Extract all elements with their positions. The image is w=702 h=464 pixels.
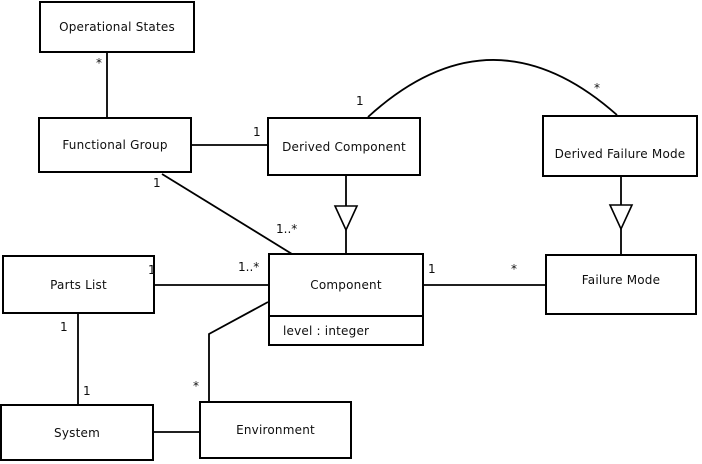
class-label: Derived Failure Mode <box>554 147 686 161</box>
mult-failure-mode-end: * <box>511 262 517 276</box>
class-operational-states: Operational States <box>39 1 195 53</box>
class-label: Functional Group <box>62 138 168 152</box>
class-derived-failure-mode: Derived Failure Mode <box>542 115 698 177</box>
class-label: Component <box>310 278 382 292</box>
mult-functional-group-end: 1 <box>153 176 161 190</box>
class-label: Environment <box>236 423 315 437</box>
class-failure-mode: Failure Mode <box>545 254 697 315</box>
mult-component-end-horizontal: 1..* <box>238 260 260 274</box>
class-attributes-compartment: level : integer <box>270 315 422 344</box>
mult-operational-states-end: * <box>96 56 102 70</box>
mult-parts-list-bottom-end: 1 <box>60 320 68 334</box>
class-component: Component level : integer <box>268 253 424 346</box>
class-derived-component: Derived Component <box>267 117 421 176</box>
edge-functional-group-component <box>161 173 293 255</box>
class-environment: Environment <box>199 401 352 459</box>
class-attribute: level : integer <box>283 323 370 338</box>
mult-environment-end: * <box>193 379 199 393</box>
class-label: Failure Mode <box>581 273 661 287</box>
class-label: Parts List <box>50 277 107 292</box>
edge-component-environment <box>208 301 269 401</box>
edge-derived-component-component-generalization <box>333 176 359 253</box>
class-parts-list: Parts List <box>2 255 155 314</box>
class-functional-group: Functional Group <box>38 117 192 173</box>
mult-component-end-right: 1 <box>428 262 436 276</box>
mult-parts-list-end: 1 <box>148 263 156 277</box>
edge-derived-component-derived-failure-mode-arc <box>367 59 618 118</box>
class-name-compartment: Component <box>270 255 422 315</box>
mult-system-end: 1 <box>83 384 91 398</box>
class-label: System <box>54 425 100 440</box>
class-system: System <box>0 404 154 461</box>
class-label: Operational States <box>59 20 175 34</box>
generalization-triangle-icon <box>608 204 634 231</box>
mult-component-end-diagonal: 1..* <box>276 222 298 236</box>
mult-arc-derived-failure-mode-end: * <box>594 81 600 95</box>
mult-derived-component-end: 1 <box>253 125 261 139</box>
generalization-triangle-icon <box>333 205 359 232</box>
edge-derived-failure-mode-failure-mode-generalization <box>608 177 634 254</box>
class-label: Derived Component <box>282 139 406 154</box>
mult-arc-derived-component-end: 1 <box>356 94 364 108</box>
